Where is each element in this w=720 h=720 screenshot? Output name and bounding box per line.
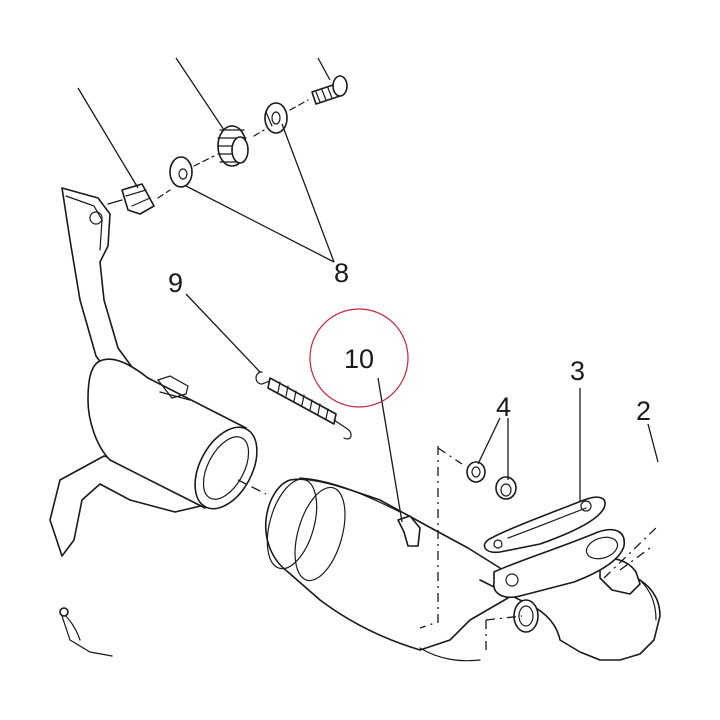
pipe-flange [493, 528, 625, 598]
callout-2: 2 [636, 396, 651, 426]
washer-part-8b [264, 102, 288, 134]
clip-nut [107, 183, 155, 215]
silencer-inlet-pipe [87, 358, 258, 510]
highlight-circle-10 [309, 308, 409, 408]
spring-part-9 [255, 371, 352, 440]
leader-lines [77, 57, 659, 523]
rubber-grommet [217, 125, 249, 167]
bolt [311, 75, 348, 105]
mounting-bracket [61, 187, 141, 389]
callout-3: 3 [570, 356, 585, 386]
callout-9: 9 [168, 268, 183, 298]
washer-part-8a [169, 156, 193, 188]
nut-part-4b [495, 476, 517, 500]
callout-8: 8 [334, 258, 349, 288]
callout-4: 4 [496, 392, 511, 422]
gasket-part-3 [483, 496, 606, 554]
callout-10: 10 [344, 344, 374, 374]
nut-part-4a [466, 461, 486, 483]
exhaust-pipe [264, 477, 509, 662]
